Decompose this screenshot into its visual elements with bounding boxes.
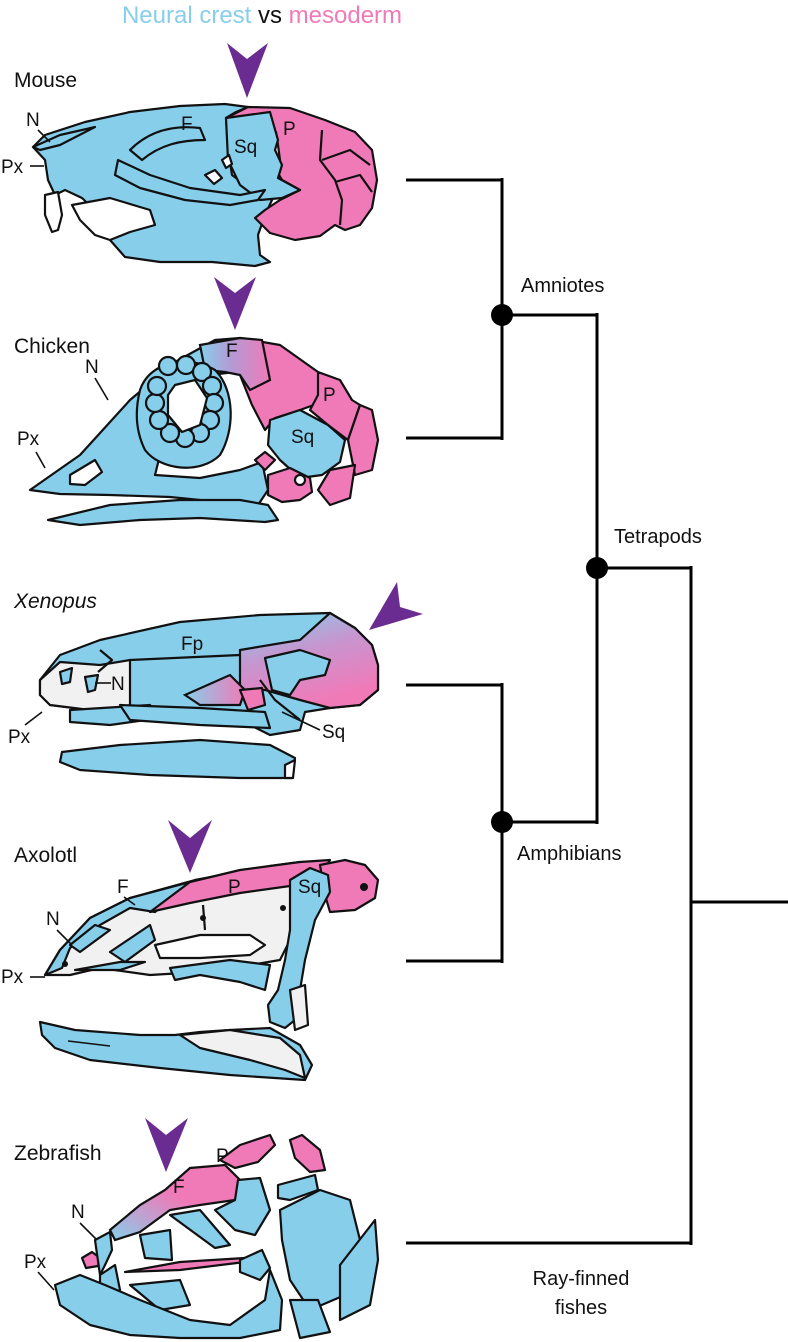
node-tetrapods-dot <box>586 557 608 579</box>
bone-label-p: P <box>228 877 241 898</box>
bone-label-n: N <box>46 909 60 930</box>
arrowhead-icon <box>145 1118 188 1172</box>
phylogeny: Amniotes Tetrapods Amphibians Ray-finned… <box>406 178 788 1319</box>
mouse-squamosal <box>224 110 302 202</box>
chicken-squamosal <box>266 408 347 480</box>
species-label-zebrafish: Zebrafish <box>14 1142 102 1165</box>
chicken-mandible <box>46 498 280 527</box>
arrowhead-icon <box>168 820 212 873</box>
bone-label-sq: Sq <box>291 427 314 448</box>
bone-label-p: P <box>283 119 296 140</box>
bone-label-n: N <box>71 1202 85 1223</box>
arrowhead-icon <box>369 582 423 630</box>
xenopus-mandible <box>58 738 297 780</box>
axolotl-occipital <box>318 858 380 914</box>
bone-label-p: P <box>323 385 336 406</box>
clade-label-amphibians: Amphibians <box>517 843 622 865</box>
clade-label-ray-finned-1: Ray-finned <box>533 1268 630 1290</box>
species-label-chicken: Chicken <box>14 335 90 358</box>
bone-label-p: P <box>216 1146 229 1167</box>
node-amphibians-dot <box>491 811 513 833</box>
bone-label-f: F <box>181 114 193 135</box>
node-amniotes-dot <box>491 304 513 326</box>
zebrafish-skull: Zebrafish P F N Px <box>14 1118 380 1340</box>
chicken-ear-ring <box>293 473 307 487</box>
clade-label-tetrapods: Tetrapods <box>614 526 702 548</box>
mouse-zygomatic <box>113 158 267 207</box>
axolotl-foramen <box>360 883 368 891</box>
clade-label-amniotes: Amniotes <box>521 275 604 297</box>
bone-label-sq: Sq <box>322 722 345 743</box>
mouse-skull: Mouse N Px F Sq P <box>1 43 379 268</box>
bone-label-n: N <box>111 674 125 695</box>
species-label-axolotl: Axolotl <box>14 844 77 867</box>
bone-label-px: Px <box>1 967 24 988</box>
legend-vs: vs <box>251 2 288 29</box>
zebrafish-parasphenoid <box>123 1256 247 1274</box>
axolotl-window <box>153 933 267 960</box>
bone-label-f: F <box>173 1177 185 1198</box>
bone-label-f: F <box>117 877 129 898</box>
zebrafish-parietal <box>218 1133 277 1170</box>
legend-neural-crest: Neural crest <box>122 2 252 29</box>
mouse-arch-upper <box>128 126 207 162</box>
bone-label-f: F <box>226 341 238 362</box>
bone-label-n: N <box>26 110 40 131</box>
mouse-incisor <box>43 190 64 234</box>
bone-label-sq: Sq <box>298 877 321 898</box>
zebrafish-parietal-2 <box>288 1133 327 1174</box>
zebrafish-sphenotic <box>213 1176 272 1237</box>
bone-label-px: Px <box>24 1252 47 1273</box>
arrowhead-icon <box>227 43 268 98</box>
chicken-occipital-1 <box>346 403 380 477</box>
bone-label-px: Px <box>17 429 40 450</box>
mouse-nasal <box>31 125 97 152</box>
bone-label-n: N <box>85 357 99 378</box>
xenopus-skull: Xenopus Fp N Px Sq <box>8 582 423 780</box>
legend-mesoderm: mesoderm <box>289 2 402 29</box>
species-label-xenopus: Xenopus <box>13 590 97 613</box>
chicken-pupil <box>166 378 209 434</box>
bone-label-sq: Sq <box>234 137 257 158</box>
mouse-mandible-gap <box>70 196 157 242</box>
xenopus-quadratojugal <box>118 703 272 730</box>
legend-title: Neural crest vs mesoderm <box>122 2 402 29</box>
chicken-skull: Chicken N <box>14 277 380 527</box>
zebrafish-lower-jaw <box>53 1268 284 1340</box>
bone-label-fp: Fp <box>181 634 203 655</box>
bone-label-px: Px <box>1 157 24 178</box>
chicken-occipital-2 <box>316 463 357 507</box>
arrowhead-icon <box>214 277 256 330</box>
scleral-ring <box>144 354 225 449</box>
species-label-mouse: Mouse <box>14 69 77 92</box>
clade-label-ray-finned-2: fishes <box>555 1297 607 1319</box>
axolotl-skull: Axolotl F N Px P Sq <box>1 820 380 1082</box>
bone-label-px: Px <box>8 727 31 748</box>
